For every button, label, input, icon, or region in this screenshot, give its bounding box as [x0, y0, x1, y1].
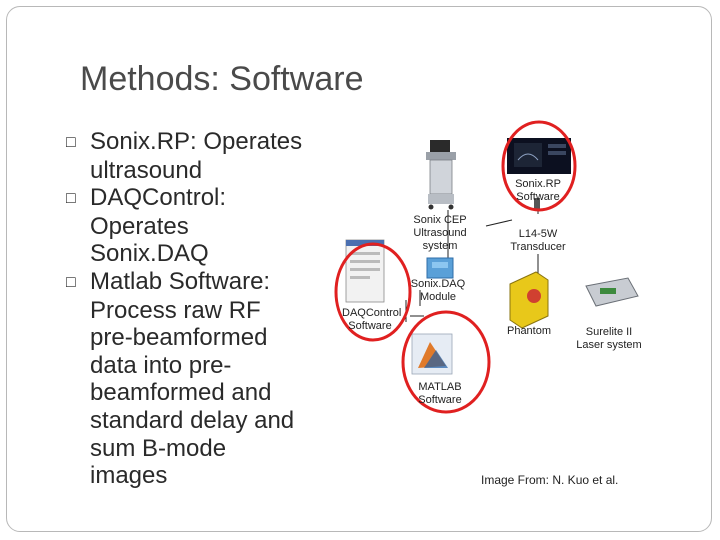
- slide-title: Methods: Software: [80, 60, 364, 98]
- laser-system-image: [585, 277, 639, 307]
- bullet-text: Matlab Software: Process raw RF pre-beam…: [90, 267, 295, 490]
- laser-label: Surelite II Laser system: [576, 326, 642, 351]
- matlab-label: MATLAB Software: [418, 381, 462, 406]
- bullet-marker: □: [66, 273, 76, 291]
- daqcontrol-highlight-circle: [334, 242, 412, 342]
- sonixrp-label: Sonix.RP Software: [515, 178, 561, 203]
- ultrasound-system-image: [426, 140, 456, 210]
- phantom-image: [509, 271, 549, 329]
- image-credit: Image From: N. Kuo et al.: [481, 473, 619, 487]
- bullet-marker: □: [66, 190, 76, 208]
- daqcontrol-label: DAQControl Software: [342, 307, 402, 332]
- bullet-item: □ Sonix.RP: Operates ultrasound: [66, 128, 306, 184]
- matlab-image: [411, 333, 453, 375]
- transducer-label: L14-5W Transducer: [510, 228, 566, 253]
- daq-label: Sonix.DAQ Module: [410, 278, 466, 303]
- slide-frame: [6, 6, 712, 532]
- bullet-marker: □: [66, 134, 76, 151]
- transducer-image: [534, 198, 540, 210]
- bullet-text: DAQControl: Operates Sonix.DAQ: [90, 184, 227, 268]
- daq-module-image: [426, 257, 454, 279]
- daqcontrol-window-image: [345, 239, 385, 303]
- phantom-label: Phantom: [506, 325, 552, 337]
- sonixrp-screen-image: [507, 138, 571, 174]
- matlab-highlight-circle: [401, 310, 491, 414]
- sonixrp-highlight-circle: [501, 120, 577, 212]
- bullet-text: Sonix.RP: Operates ultrasound: [90, 128, 303, 184]
- highlight-circles: [334, 120, 577, 414]
- cep-label: Sonix CEP Ultrasound system: [413, 214, 467, 252]
- bullet-item: □ DAQControl: Operates Sonix.DAQ: [66, 184, 306, 268]
- bullet-item: □ Matlab Software: Process raw RF pre-bea…: [66, 268, 306, 490]
- bullet-list: □ Sonix.RP: Operates ultrasound □ DAQContr…: [66, 128, 306, 490]
